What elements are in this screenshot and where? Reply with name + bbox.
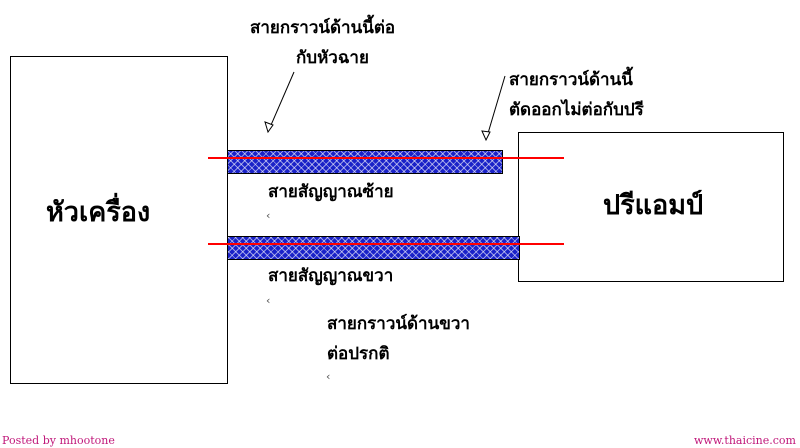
preamp-box: [518, 132, 784, 282]
head-unit-label: หัวเครื่อง: [46, 197, 151, 228]
ground-head-end-note-line2: กับหัวฉาย: [296, 48, 369, 68]
footer-site: www.thaicine.com: [693, 434, 796, 447]
ground-cut-end-note-line1: สายกราวน์ด้านนี้: [509, 70, 633, 90]
left-signal-wire: [208, 157, 564, 159]
ground-head-end-note-line1: สายกราวน์ด้านนี้ต่อ: [250, 18, 396, 38]
arrow-ground-cut-end: [485, 75, 506, 141]
preamp-label: ปรีแอมป์: [603, 190, 704, 221]
left-signal-cable: [227, 150, 503, 174]
right-signal-tick: ‹: [266, 294, 271, 307]
ground-cut-end-note-line2: ตัดออกไม่ต่อกับปรี: [509, 100, 644, 120]
right-signal-label: สายสัญญาณขวา: [268, 266, 394, 286]
footer-posted-by: Posted by mhootone: [2, 434, 115, 447]
right-ground-note-line1: สายกราวน์ด้านขวา: [327, 314, 470, 334]
right-ground-note-line2: ต่อปรกติ: [327, 344, 390, 364]
left-signal-label: สายสัญญาณซ้าย: [268, 182, 394, 202]
head-unit-box: [10, 56, 228, 384]
right-ground-tick: ‹: [326, 370, 331, 383]
right-signal-cable: [227, 236, 520, 260]
left-signal-tick: ‹: [266, 209, 271, 222]
right-signal-wire: [208, 243, 564, 245]
arrow-ground-head-end: [267, 71, 295, 133]
